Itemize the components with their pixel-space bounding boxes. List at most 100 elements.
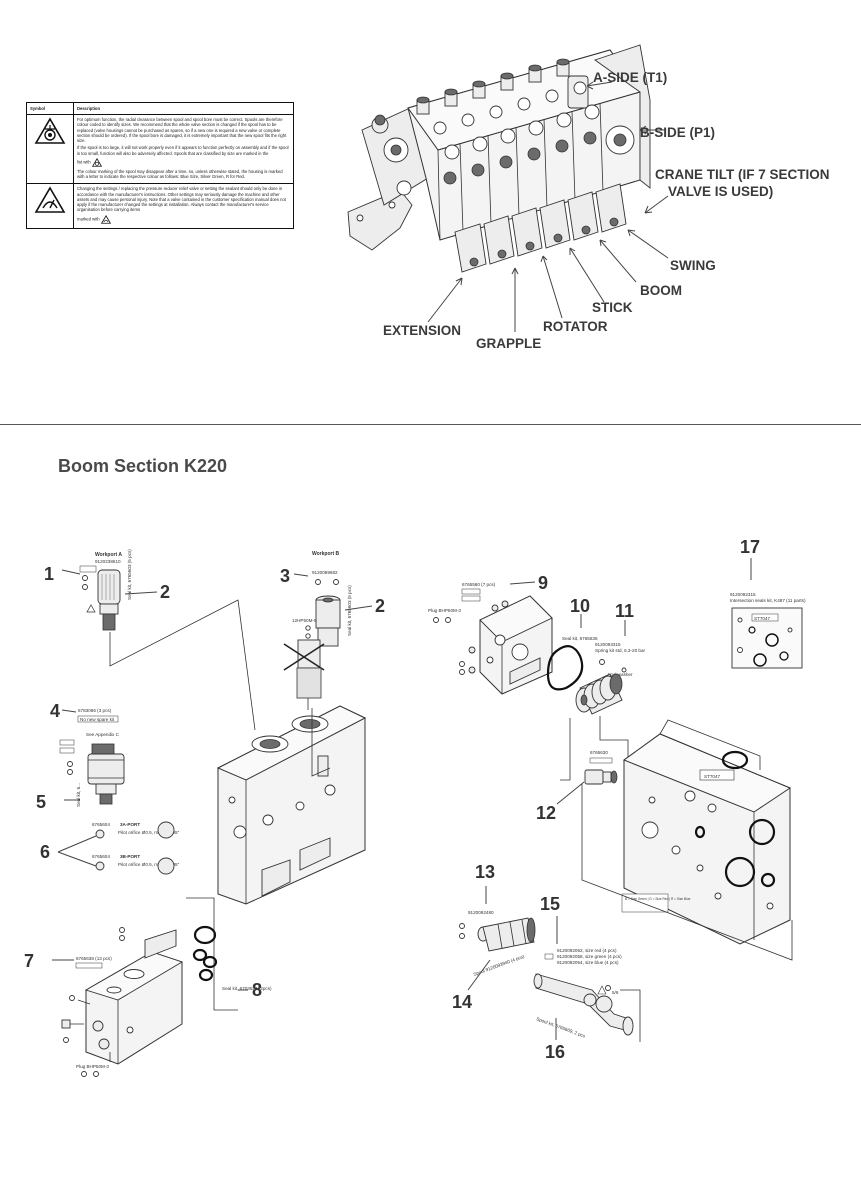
pressure-setting-warning-icon — [34, 186, 66, 214]
part-15c: 9120092054, size blue (4 pcs) — [557, 960, 619, 965]
size-legend: B = Size Green | G = Size Red | R = Size… — [625, 897, 691, 901]
callout-9: 9 — [538, 573, 548, 593]
callout-2-b: 2 — [375, 596, 385, 616]
part-10-label: Seal kit, 6765635 — [562, 636, 598, 641]
pressure-setting-small-icon — [100, 214, 111, 224]
cover-block — [84, 929, 184, 1065]
callout-5: 5 — [36, 792, 46, 812]
workport-b-partnumber: 9120089682 — [312, 570, 338, 575]
spool-actuator-caps — [454, 183, 627, 273]
part-17-number: 9120092315 — [730, 592, 756, 597]
workport-a-title: Workport A — [95, 552, 122, 558]
part-8-label: Seal kit, 6703524 (2pcs) — [222, 986, 272, 991]
symbol-cell — [26, 113, 74, 185]
top-plugs — [416, 58, 570, 115]
boom-section-main-block: ST7047 B = Size Green | G = Size Red | R… — [621, 719, 792, 945]
part-15a: 9120092062, size red (4 pcs) — [557, 948, 617, 953]
callout-17: 17 — [740, 537, 760, 557]
part-12-number: 6765630 — [590, 750, 608, 755]
label-crane-tilt-line2: VALVE IS USED) — [668, 184, 773, 199]
table-row: Changing the settings / replacing the pr… — [26, 183, 294, 229]
desc-paragraph: Changing the settings / replacing the pr… — [77, 186, 286, 213]
callout-13: 13 — [475, 862, 495, 882]
table-row: For optimum function, the radial clearan… — [26, 113, 294, 185]
label-swing: SWING — [670, 258, 716, 273]
seal-kit-label: Seal kit, 6... — [76, 783, 81, 807]
seal-ring — [546, 645, 584, 691]
part-11-note2: Lockwasher — [608, 672, 633, 677]
workport-a-relief-valve: Seal kit, 6765603 (5 pcs) — [97, 549, 132, 631]
callout-10: 10 — [570, 596, 590, 616]
callout-7: 7 — [24, 951, 34, 971]
section-divider — [0, 424, 861, 425]
label-extension: EXTENSION — [383, 323, 461, 338]
description-cell: For optimum function, the radial clearan… — [73, 113, 294, 185]
section-title: Boom Section K220 — [58, 456, 228, 476]
part-17-note: Intersection seals kit, K487 (11 parts) — [730, 598, 806, 603]
part-4-note2: See Appendix C — [86, 732, 120, 737]
description-cell: Changing the settings / replacing the pr… — [73, 183, 294, 229]
part-11-note: Spring kit std, 6.3-20 bar — [595, 648, 646, 653]
valve-leader-lines — [427, 81, 669, 332]
desc-paragraph: marked with — [77, 214, 290, 224]
desc-paragraph: If the spool is too large, it will not w… — [77, 145, 289, 156]
main-spool-assembly — [533, 973, 634, 1036]
desc-paragraph: For optimum function, the radial clearan… — [77, 117, 287, 143]
callout-14: 14 — [452, 992, 472, 1012]
callout-6: 6 — [40, 842, 50, 862]
callout-2: 2 — [160, 582, 170, 602]
end-cover-plate — [479, 595, 553, 695]
section-dividers — [459, 102, 604, 233]
symbol-description-table: Symbol Description For optimum function,… — [26, 102, 294, 229]
callout-12: 12 — [536, 803, 556, 823]
o-ring-set — [192, 925, 218, 982]
part-6a-note: Pilot orifice Ø0.5, marked "05" — [118, 830, 180, 835]
spring-kit — [575, 673, 623, 715]
workport-b-relief-valve: Seal kit, 6765603 (5 pcs) — [315, 585, 352, 647]
intersection-seal-plate: ST7047 — [731, 607, 803, 669]
valve-bank-illustration: A-SIDE (T1) B-SIDE (P1) CRANE TILT (IF 7… — [347, 44, 830, 351]
part-6b-number: 6765604 — [92, 854, 110, 859]
label-boom: BOOM — [640, 283, 682, 298]
callout-4: 4 — [50, 701, 60, 721]
part-4-note: No new spare kit — [80, 717, 115, 722]
part-6b-note: Pilot orifice Ø0.5, marked "05" — [118, 862, 180, 867]
spool-size-small-icon — [91, 157, 102, 167]
part-16-label: Spool kit, 6765609, 2 pcs — [536, 1016, 587, 1039]
callout-11: 11 — [615, 601, 634, 621]
part-15b: 9120092058, size green (4 pcs) — [557, 954, 622, 959]
boom-section-valve-block — [216, 705, 367, 905]
desc-inline: list with — [77, 159, 91, 165]
desc-paragraph: The colour marking of the spool may disa… — [77, 168, 283, 179]
part-11-number: 9120093315 — [595, 642, 621, 647]
label-a-side: A-SIDE (T1) — [593, 70, 667, 85]
check-valve — [584, 769, 618, 785]
label-rotator: ROTATOR — [543, 319, 608, 334]
part-7-number: 6765638 (13 pcs) — [76, 956, 112, 961]
plate-marking: ST7047 — [754, 616, 771, 621]
label-stick: STICK — [592, 300, 633, 315]
part-6a-port: 3A-PORT — [120, 822, 140, 827]
callout-1: 1 — [44, 564, 54, 584]
callout-16: 16 — [545, 1042, 565, 1062]
part-6a-number: 6765604 — [92, 822, 110, 827]
part-9-number: 6765560 (7 pcs) — [462, 582, 496, 587]
pilot-spool-cap — [477, 917, 536, 952]
workport-b-title: Workport B — [312, 551, 340, 557]
crossed-out-plug — [283, 639, 325, 671]
symbol-cell — [26, 183, 74, 229]
plug-label: Plug BHP50M-3 — [76, 1064, 109, 1069]
seal-kit-label: Seal kit, 6765603 (5 pcs) — [347, 585, 352, 636]
leader-line — [109, 599, 256, 731]
part-13-number: 9120092480 — [468, 910, 494, 915]
desc-paragraph: list with — [77, 157, 290, 167]
part-code-box — [79, 565, 97, 573]
block-marking: ST7047 — [704, 774, 721, 779]
workport-b-note: 12HP50M-5 — [292, 618, 317, 623]
label-grapple: GRAPPLE — [476, 336, 541, 351]
spool-note: 5/6 — [612, 990, 619, 995]
part-6b-port: 3B-PORT — [120, 854, 140, 859]
callout-15: 15 — [540, 894, 560, 914]
callout-8: 8 — [252, 980, 262, 1000]
